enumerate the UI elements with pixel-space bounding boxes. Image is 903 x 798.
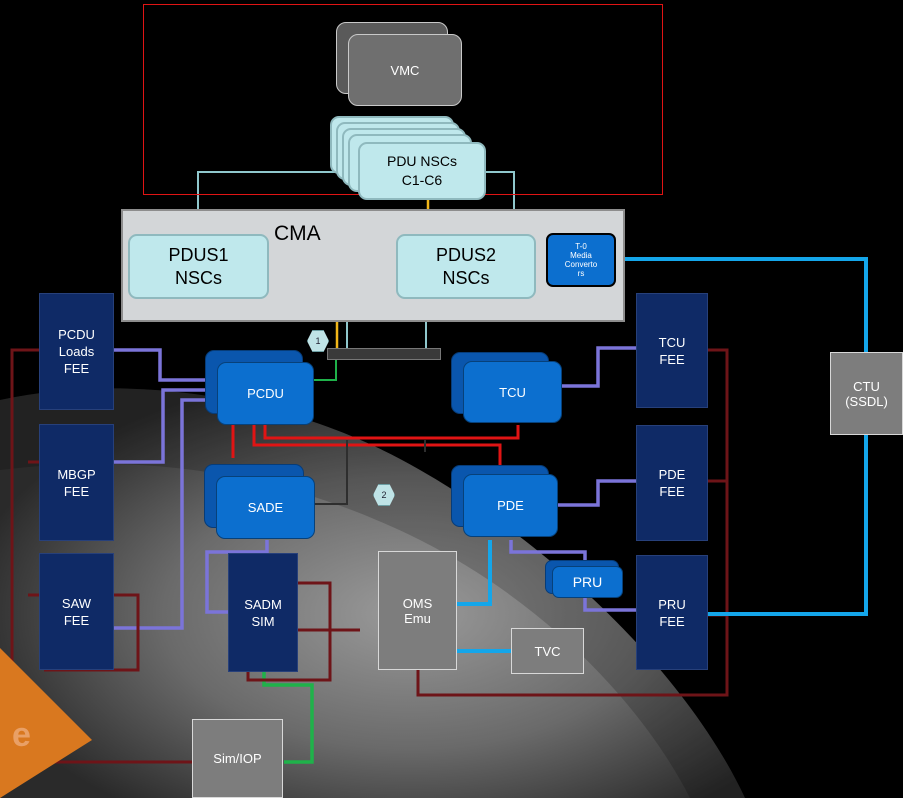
network-switch-bar (327, 348, 441, 360)
cma-label: CMA (274, 222, 321, 245)
tcu-fee-box: TCU FEE (636, 293, 708, 408)
saw-fee-box: SAW FEE (39, 553, 114, 670)
badge-two: 2 (373, 484, 395, 506)
darkred-links (10, 348, 729, 764)
pru-fee-box: PRU FEE (636, 555, 708, 670)
tvc-box: TVC (511, 628, 584, 674)
pcdu-loads-fee-box: PCDU Loads FEE (39, 293, 114, 410)
media-converters-box: T-0 Media Converto rs (546, 233, 616, 287)
logo-letter: e (12, 716, 31, 754)
sim-iop-box: Sim/IOP (192, 719, 283, 798)
pdus2-box: PDUS2 NSCs (396, 234, 536, 299)
pru-box: PRU (552, 566, 623, 598)
badge-one: 1 (307, 330, 329, 352)
oms-emu-box: OMS Emu (378, 551, 457, 670)
green-link-pcdu (314, 360, 337, 381)
vmc-box: VMC (348, 34, 462, 106)
pde-fee-box: PDE FEE (636, 425, 708, 541)
mbgp-fee-box: MBGP FEE (39, 424, 114, 541)
sade-box: SADE (216, 476, 315, 539)
red-links (231, 425, 520, 470)
pde-box: PDE (463, 474, 558, 537)
pdus1-box: PDUS1 NSCs (128, 234, 269, 299)
purple-links (114, 346, 636, 630)
gray-link (315, 440, 348, 505)
logo-mark: e (0, 648, 92, 798)
tcu-box: TCU (463, 361, 562, 423)
ctu-ssdl-box: CTU (SSDL) (830, 352, 903, 435)
blue-links (457, 257, 868, 653)
sadm-sim-box: SADM SIM (228, 553, 298, 672)
pdu-nscs-box: PDU NSCs C1-C6 (358, 142, 486, 200)
pcdu-box: PCDU (217, 362, 314, 425)
